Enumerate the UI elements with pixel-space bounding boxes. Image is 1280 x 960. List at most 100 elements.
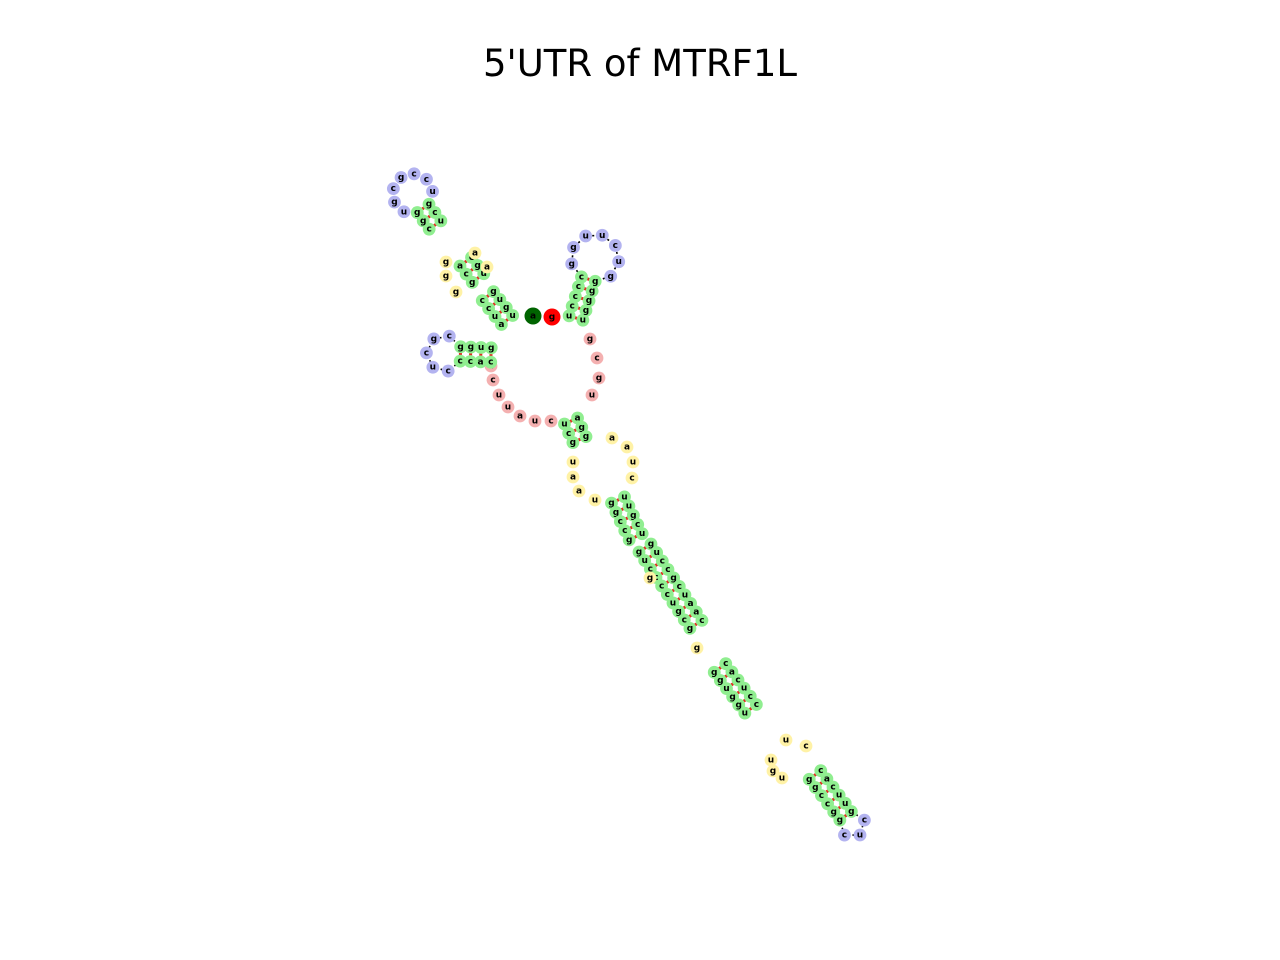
- svg-text:g: g: [583, 306, 589, 316]
- hairpin-2-nt: g: [567, 240, 580, 254]
- svg-text:g: g: [586, 296, 592, 306]
- svg-text:c: c: [699, 616, 704, 626]
- hairpin-2-nt: u: [612, 255, 626, 269]
- svg-text:g: g: [607, 272, 613, 282]
- svg-text:a: a: [457, 262, 463, 272]
- svg-text:c: c: [570, 302, 575, 312]
- svg-text:g: g: [812, 783, 818, 793]
- svg-text:g: g: [770, 767, 776, 777]
- svg-text:u: u: [639, 529, 645, 539]
- svg-text:g: g: [503, 303, 509, 313]
- svg-text:u: u: [532, 417, 538, 427]
- hairpin-2-nt: u: [595, 228, 609, 242]
- svg-text:c: c: [635, 520, 640, 530]
- svg-text:g: g: [457, 342, 463, 352]
- interior-1-nt: g: [449, 285, 463, 299]
- svg-text:g: g: [453, 288, 459, 298]
- svg-text:u: u: [653, 548, 659, 558]
- svg-text:u: u: [741, 684, 747, 694]
- svg-text:a: a: [824, 774, 830, 784]
- svg-text:a: a: [624, 443, 630, 453]
- svg-text:u: u: [768, 756, 774, 766]
- hairpin-4-nt: c: [857, 813, 871, 827]
- svg-text:g: g: [694, 644, 700, 654]
- svg-text:c: c: [862, 816, 867, 826]
- svg-text:g: g: [589, 287, 595, 297]
- svg-text:u: u: [438, 216, 444, 226]
- svg-text:g: g: [806, 775, 812, 785]
- svg-text:c: c: [468, 357, 473, 367]
- svg-text:c: c: [842, 831, 847, 841]
- svg-text:u: u: [630, 458, 636, 468]
- hairpin-1-nt: c: [420, 172, 433, 186]
- interior-2-nt: u: [588, 493, 602, 507]
- svg-text:g: g: [648, 540, 654, 550]
- svg-text:c: c: [426, 225, 431, 235]
- svg-text:u: u: [836, 791, 842, 801]
- svg-text:g: g: [848, 807, 854, 817]
- stem-4-nt: a: [474, 355, 487, 369]
- page-title: 5'UTR of MTRF1L: [483, 42, 797, 85]
- svg-text:c: c: [411, 169, 416, 179]
- svg-text:c: c: [480, 296, 485, 306]
- hairpin-1-nt: u: [426, 184, 439, 198]
- svg-text:u: u: [496, 391, 502, 401]
- svg-text:c: c: [488, 358, 493, 368]
- svg-text:c: c: [659, 581, 664, 591]
- svg-text:g: g: [490, 287, 496, 297]
- svg-text:g: g: [592, 277, 598, 287]
- hairpin-3-nt: u: [426, 360, 440, 374]
- svg-text:g: g: [398, 173, 404, 183]
- svg-text:u: u: [481, 269, 487, 279]
- hairpin-1-nt: g: [394, 171, 408, 184]
- svg-text:u: u: [779, 774, 785, 784]
- svg-text:a: a: [530, 312, 536, 322]
- svg-text:a: a: [609, 434, 615, 444]
- svg-text:g: g: [469, 278, 475, 288]
- svg-text:g: g: [549, 313, 555, 323]
- svg-text:u: u: [430, 363, 436, 373]
- svg-text:g: g: [687, 624, 693, 634]
- svg-text:g: g: [570, 243, 576, 253]
- stem-5-nt: g: [585, 284, 599, 298]
- stem-9-nt: c: [749, 698, 763, 711]
- svg-text:c: c: [579, 272, 584, 282]
- svg-text:g: g: [636, 547, 642, 557]
- svg-text:c: c: [622, 526, 627, 536]
- svg-text:c: c: [723, 659, 728, 669]
- stem-4-nt: g: [464, 340, 478, 354]
- svg-text:g: g: [830, 807, 836, 817]
- svg-text:u: u: [589, 391, 595, 401]
- svg-text:u: u: [509, 311, 515, 321]
- multiloop-nt: g: [583, 332, 597, 346]
- stem-5-nt: g: [579, 304, 593, 317]
- stem-3-nt: g: [410, 206, 424, 219]
- svg-text:g: g: [414, 208, 420, 218]
- stem-9-nt: u: [738, 706, 752, 720]
- svg-text:a: a: [478, 357, 484, 367]
- svg-text:c: c: [548, 417, 553, 427]
- stem-3-nt: g: [422, 197, 436, 211]
- interior-2-nt: a: [566, 470, 580, 484]
- svg-text:c: c: [566, 429, 571, 439]
- svg-text:u: u: [626, 502, 632, 512]
- multiloop-nt: c: [544, 414, 558, 428]
- svg-text:g: g: [568, 259, 574, 269]
- svg-text:g: g: [426, 200, 432, 210]
- svg-text:g: g: [443, 258, 449, 268]
- interior-2-nt: c: [625, 471, 639, 485]
- svg-text:g: g: [608, 499, 614, 509]
- svg-text:c: c: [665, 565, 670, 575]
- interior-2-nt: a: [605, 431, 619, 445]
- hairpin-4-nt: c: [838, 828, 851, 842]
- multiloop-nt: u: [492, 388, 506, 402]
- svg-text:g: g: [630, 511, 636, 521]
- three-prime-end: g: [543, 308, 561, 326]
- stem-4-nt: c: [453, 354, 467, 368]
- svg-text:g: g: [579, 423, 585, 433]
- svg-text:c: c: [458, 357, 463, 367]
- svg-text:u: u: [592, 496, 598, 506]
- svg-text:u: u: [621, 492, 627, 502]
- svg-text:g: g: [391, 198, 397, 208]
- svg-text:u: u: [478, 343, 484, 353]
